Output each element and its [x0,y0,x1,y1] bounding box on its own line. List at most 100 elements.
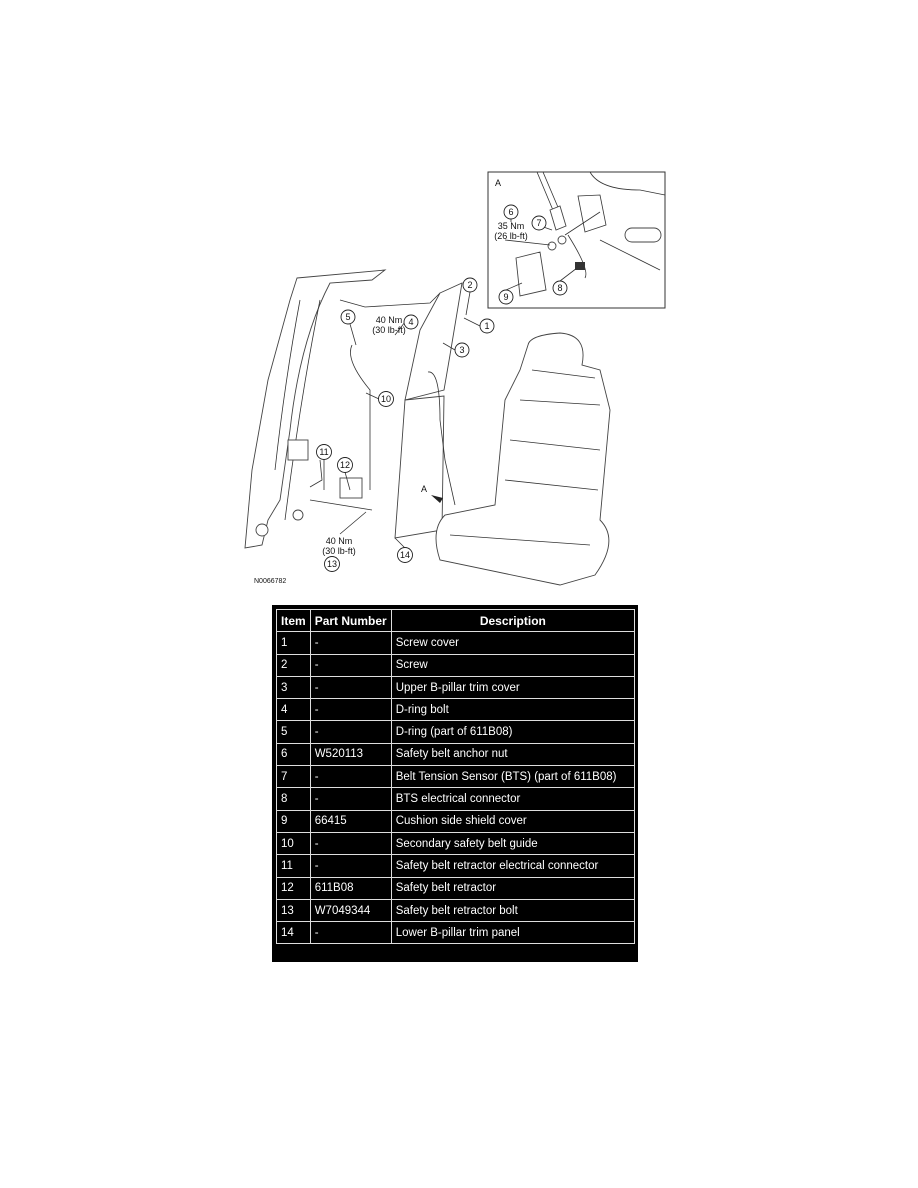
table-row: 3-Upper B-pillar trim cover [276,675,636,700]
cell-part-number: - [309,831,392,856]
cell-part-number: - [309,787,392,811]
cell-part-number: - [309,653,392,677]
cell-item: 6 [276,742,311,767]
callout-9: 9 [498,289,514,305]
callout-6: 6 [503,204,519,220]
cell-item: 11 [276,854,311,878]
cell-part-number: 611B08 [309,876,392,900]
b-pillar-drawing [244,269,463,549]
table-row: 10-Secondary safety belt guide [276,831,636,856]
seat-drawing [435,332,611,586]
cell-description: BTS electrical connector [390,787,636,811]
leader-lines [323,219,578,549]
cell-item: 7 [276,765,311,789]
callout-10: 10 [378,391,394,407]
svg-text:2: 2 [467,280,472,290]
svg-text:14: 14 [400,550,410,560]
cell-item: 5 [276,720,311,744]
inset-drawing [515,171,666,297]
inset-label: A [495,178,501,188]
cell-item: 10 [276,831,311,856]
header-part-number: Part Number [309,608,392,633]
cell-part-number: - [309,675,392,700]
torque-retractor-nm: 40 Nm [326,536,353,546]
torque-anchor-nut-lbft: (26 lb-ft) [494,231,528,241]
cell-description: Safety belt anchor nut [390,742,636,767]
view-arrow-label: A [421,484,427,494]
table-row: 14-Lower B-pillar trim panel [276,921,636,945]
cell-description: D-ring (part of 611B08) [390,720,636,744]
torque-anchor-nut-nm: 35 Nm [498,221,525,231]
cell-part-number: - [309,698,392,722]
cell-item: 13 [276,898,311,923]
cell-part-number: - [309,921,392,945]
cell-description: Upper B-pillar trim cover [390,675,636,700]
svg-text:11: 11 [319,447,328,457]
cell-part-number: W520113 [309,742,392,767]
cell-item: 8 [276,787,311,811]
cell-item: 1 [276,631,311,655]
cell-item: 14 [276,921,311,945]
callout-3: 3 [454,342,470,358]
svg-text:5: 5 [345,312,350,322]
cell-item: 12 [276,876,311,900]
table-header-row: Item Part Number Description [276,608,636,633]
table-row: 7-Belt Tension Sensor (BTS) (part of 611… [276,765,636,789]
cell-description: Cushion side shield cover [390,809,636,833]
callout-2: 2 [462,277,478,293]
cell-part-number: - [309,720,392,744]
callout-4: 4 [403,314,419,330]
cell-part-number: - [309,631,392,655]
header-description: Description [390,608,636,633]
svg-text:13: 13 [327,559,337,569]
svg-text:1: 1 [484,321,489,331]
callout-5: 5 [340,309,356,325]
svg-text:6: 6 [508,207,513,217]
cell-description: Safety belt retractor [390,876,636,900]
svg-text:9: 9 [503,292,508,302]
svg-text:4: 4 [408,317,413,327]
cell-description: Screw [390,653,636,677]
callout-1: 1 [479,318,495,334]
figure-id: N0066782 [254,578,286,585]
table-row: 11-Safety belt retractor electrical conn… [276,854,636,878]
cell-item: 2 [276,653,311,677]
cell-part-number: 66415 [309,809,392,833]
svg-text:8: 8 [557,283,562,293]
table-row: 4-D-ring bolt [276,698,636,722]
header-item: Item [276,608,311,633]
seat-belt-exploded-diagram: A 1 2 3 4 5 6 7 8 9 10 11 12 13 [244,171,666,586]
callout-7: 7 [531,215,547,231]
torque-retractor-lbft: (30 lb-ft) [322,546,356,556]
torque-d-ring-nm: 40 Nm [376,315,403,325]
cell-description: Secondary safety belt guide [390,831,636,856]
cell-description: D-ring bolt [390,698,636,722]
torque-d-ring-lbft: (30 lb-ft) [372,325,406,335]
svg-text:10: 10 [381,394,391,404]
callout-11: 11 [316,444,332,460]
cell-part-number: W7049344 [309,898,392,923]
cell-description: Screw cover [390,631,636,655]
table-row: 5-D-ring (part of 611B08) [276,720,636,744]
parts-table-frame: Item Part Number Description 1-Screw cov… [272,605,638,962]
cell-part-number: - [309,854,392,878]
cell-item: 9 [276,809,311,833]
cell-item: 3 [276,675,311,700]
callout-8: 8 [552,280,568,296]
cell-description: Lower B-pillar trim panel [390,921,636,945]
svg-text:3: 3 [459,345,464,355]
cell-description: Belt Tension Sensor (BTS) (part of 611B0… [390,765,636,789]
table-row: 1-Screw cover [276,631,636,655]
cell-description: Safety belt retractor electrical connect… [390,854,636,878]
svg-text:12: 12 [340,460,350,470]
cell-part-number: - [309,765,392,789]
parts-table: Item Part Number Description 1-Screw cov… [276,608,636,945]
table-row: 2-Screw [276,653,636,677]
callout-12: 12 [337,457,353,473]
callout-14: 14 [397,547,413,563]
cell-item: 4 [276,698,311,722]
